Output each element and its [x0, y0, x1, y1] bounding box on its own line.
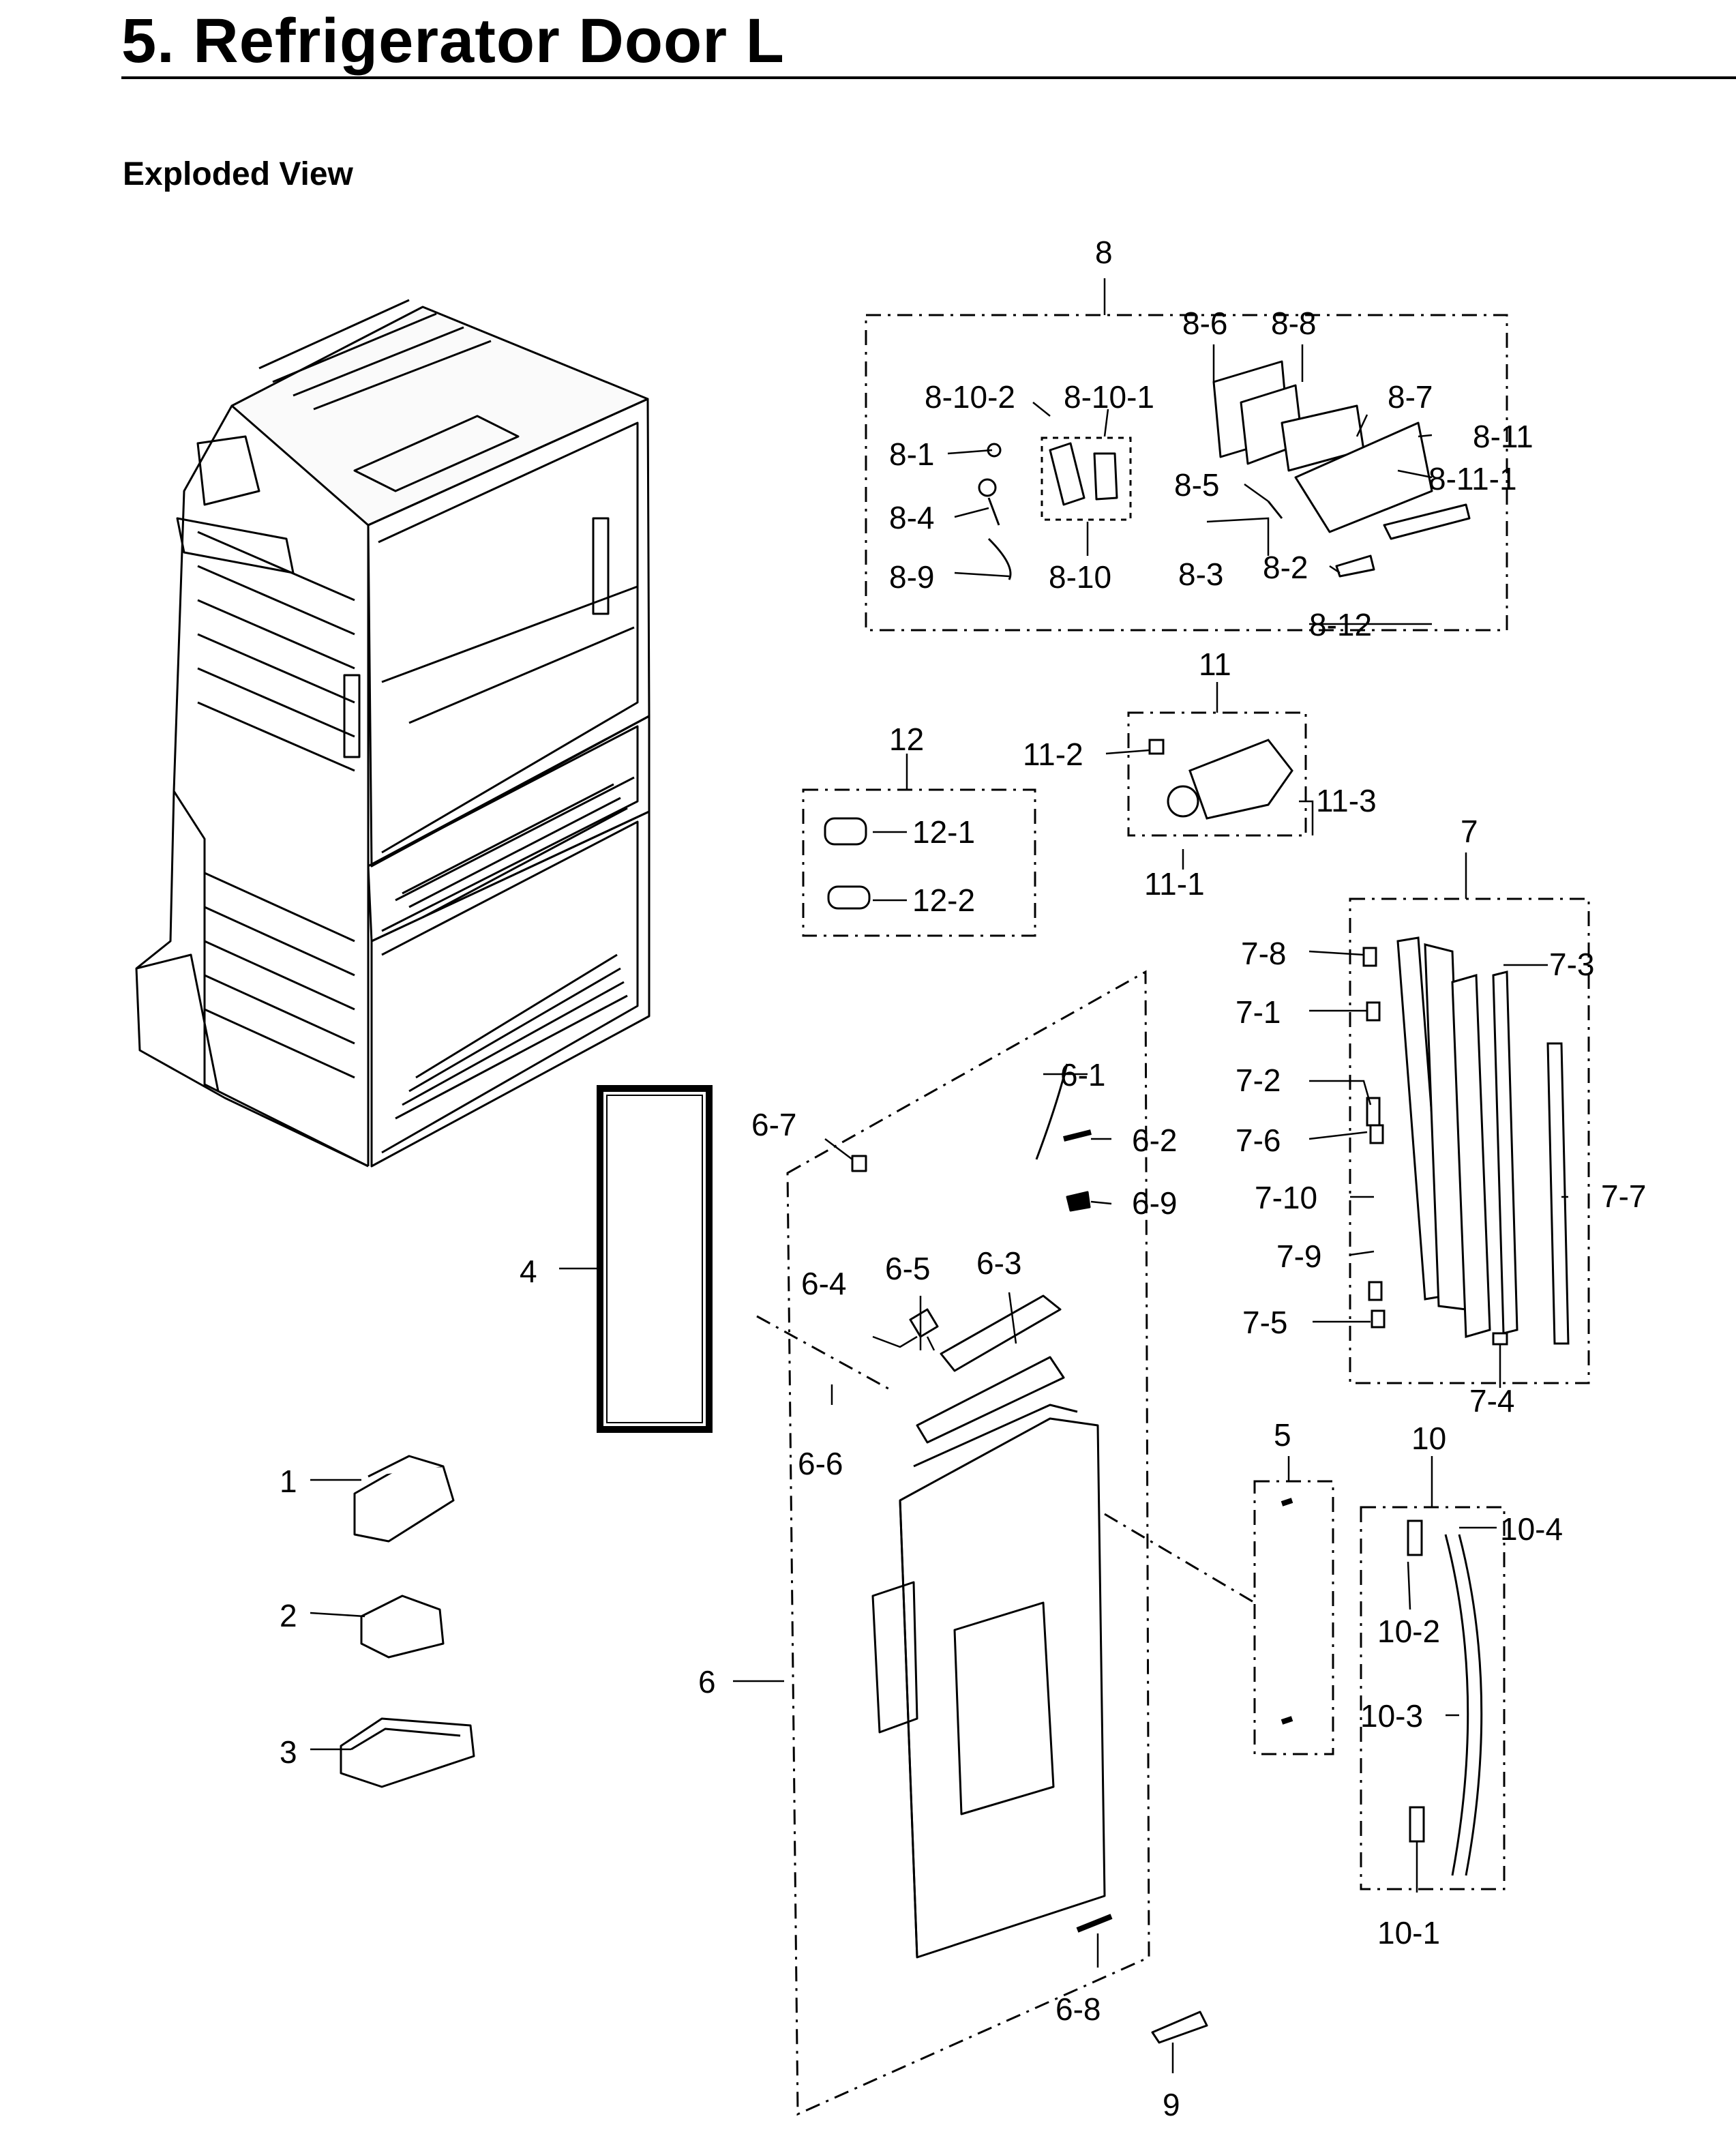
- door-assembly-part: [851, 1063, 1208, 2044]
- callout-6-5: 6-5: [885, 1251, 930, 1286]
- callout-11-3: 11-3: [1316, 783, 1377, 818]
- callout-1: 1: [280, 1464, 297, 1499]
- group-7-boundary: [1349, 898, 1590, 1384]
- callout-10-2: 10-2: [1377, 1614, 1440, 1649]
- callout-7-6: 7-6: [1236, 1123, 1281, 1158]
- group-7-parts: [1362, 936, 1570, 1346]
- group-8-boundary: [865, 314, 1508, 632]
- callout-12-2: 12-2: [912, 882, 975, 918]
- callout-8-2: 8-2: [1263, 550, 1308, 585]
- callout-4: 4: [520, 1254, 537, 1289]
- callout-2: 2: [280, 1598, 297, 1633]
- callout-12: 12: [889, 722, 924, 757]
- door-gasket-part: [597, 1085, 713, 1433]
- callout-7-5: 7-5: [1242, 1305, 1287, 1340]
- callout-11: 11: [1199, 647, 1231, 682]
- callout-7-4: 7-4: [1469, 1383, 1514, 1419]
- handle-parts: [1281, 1498, 1483, 1876]
- refrigerator-cabinet-illustration: [135, 299, 650, 1168]
- callout-8: 8: [1095, 235, 1113, 270]
- callout-10-3: 10-3: [1360, 1698, 1423, 1734]
- callout-9: 9: [1163, 2087, 1180, 2122]
- callout-8-12: 8-12: [1309, 607, 1372, 642]
- callout-8-11: 8-11: [1473, 419, 1533, 454]
- callout-8-11-1: 8-11-1: [1428, 461, 1517, 496]
- callout-8-4: 8-4: [889, 500, 934, 535]
- callout-7-2: 7-2: [1236, 1063, 1281, 1098]
- callout-labels: 1 2 3 4 5 6 6-1 6-2 6-3 6-4 6-5 6-6 6-7 …: [280, 235, 1646, 2122]
- callout-8-10-1: 8-10-1: [1064, 379, 1154, 415]
- callout-8-6: 8-6: [1182, 306, 1227, 341]
- section-heading: Exploded View: [123, 156, 353, 192]
- callout-7-8: 7-8: [1241, 936, 1286, 971]
- title-rule: [121, 76, 1736, 79]
- callout-6-3: 6-3: [976, 1245, 1021, 1281]
- page-title: 5. Refrigerator Door L: [121, 6, 785, 76]
- callout-3: 3: [280, 1734, 297, 1770]
- callout-10-1: 10-1: [1377, 1915, 1440, 1950]
- callout-7: 7: [1461, 814, 1478, 849]
- callout-8-1: 8-1: [889, 436, 934, 472]
- callout-7-9: 7-9: [1276, 1238, 1321, 1274]
- door-bins: [340, 1455, 475, 1788]
- leader-lines: [310, 278, 1568, 2073]
- callout-12-1: 12-1: [912, 814, 975, 850]
- group-12-parts: [824, 817, 871, 910]
- callout-8-10-2: 8-10-2: [925, 379, 1015, 415]
- callout-11-1: 11-1: [1144, 866, 1205, 902]
- group-5-boundary: [1253, 1480, 1334, 1755]
- callout-10-4: 10-4: [1500, 1511, 1563, 1547]
- callout-5: 5: [1274, 1417, 1291, 1453]
- callout-7-3: 7-3: [1549, 947, 1594, 982]
- group-11-parts: [1148, 739, 1293, 820]
- water-filter-parts: [978, 360, 1471, 580]
- callout-6-2: 6-2: [1132, 1123, 1177, 1158]
- callout-8-10: 8-10: [1049, 559, 1111, 595]
- group-11-boundary: [1127, 711, 1307, 837]
- group-12-boundary: [802, 788, 1036, 937]
- callout-6-7: 6-7: [751, 1107, 796, 1142]
- callout-7-1: 7-1: [1236, 994, 1281, 1030]
- callout-6-6: 6-6: [798, 1446, 843, 1481]
- callout-6-9: 6-9: [1132, 1185, 1177, 1221]
- callout-8-5: 8-5: [1174, 467, 1219, 503]
- callout-6-4: 6-4: [801, 1266, 846, 1301]
- door-group-boundary: [756, 970, 1255, 2116]
- callout-11-2: 11-2: [1023, 737, 1083, 772]
- callout-10: 10: [1411, 1421, 1446, 1456]
- callout-8-3: 8-3: [1178, 557, 1223, 592]
- callout-6: 6: [698, 1664, 716, 1700]
- callout-8-8: 8-8: [1271, 306, 1316, 341]
- callout-7-7: 7-7: [1601, 1178, 1646, 1214]
- group-8-10-boundary: [1041, 436, 1132, 521]
- callout-8-7: 8-7: [1388, 379, 1433, 415]
- callout-6-1: 6-1: [1060, 1057, 1105, 1093]
- callout-7-10: 7-10: [1255, 1180, 1317, 1215]
- callout-8-9: 8-9: [889, 559, 934, 595]
- callout-6-8: 6-8: [1056, 1991, 1101, 2027]
